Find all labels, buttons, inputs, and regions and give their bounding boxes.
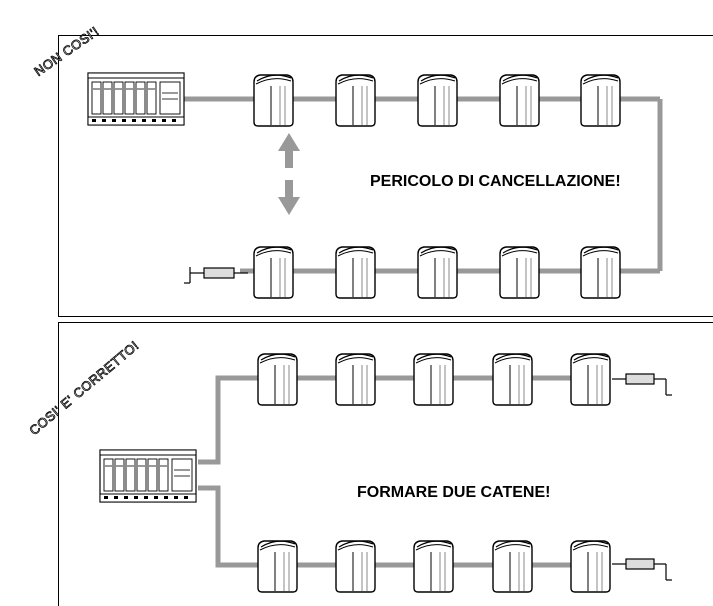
drive-bot-r1-1: [257, 353, 298, 406]
drive-top-r2-1: [253, 246, 294, 299]
host-controller-bottom: [99, 449, 197, 503]
drive-top-r1-1: [253, 74, 294, 127]
drive-top-r1-5: [580, 74, 621, 127]
drive-bot-r1-2: [335, 353, 376, 406]
drive-bot-r2-5: [570, 540, 611, 593]
wrong-setup-panel: [58, 35, 713, 317]
drive-bot-r2-3: [413, 540, 454, 593]
bottom-cable: [198, 375, 580, 568]
drive-bot-r1-4: [492, 353, 533, 406]
drive-top-r2-3: [417, 246, 458, 299]
terminator-bottom-upper: [611, 373, 673, 396]
drive-top-r2-5: [580, 246, 621, 299]
drive-top-r1-3: [417, 74, 458, 127]
correct-setup-panel: [58, 322, 713, 606]
two-chains-caption: FORMARE DUE CATENE!: [357, 484, 551, 501]
drive-top-r2-2: [335, 246, 376, 299]
drive-top-r1-4: [499, 74, 540, 127]
erase-danger-caption: PERICOLO DI CANCELLAZIONE!: [370, 173, 621, 190]
drive-top-r2-4: [499, 246, 540, 299]
drive-top-r1-2: [335, 74, 376, 127]
drive-bot-r1-3: [413, 353, 454, 406]
terminator-top: [183, 266, 249, 284]
bidirectional-arrow-icon: [278, 133, 300, 215]
drive-bot-r2-1: [257, 540, 298, 593]
terminator-bottom-lower: [611, 558, 673, 581]
drive-bot-r2-4: [492, 540, 533, 593]
drive-bot-r2-2: [335, 540, 376, 593]
host-controller-top: [87, 72, 185, 126]
drive-bot-r1-5: [570, 353, 611, 406]
